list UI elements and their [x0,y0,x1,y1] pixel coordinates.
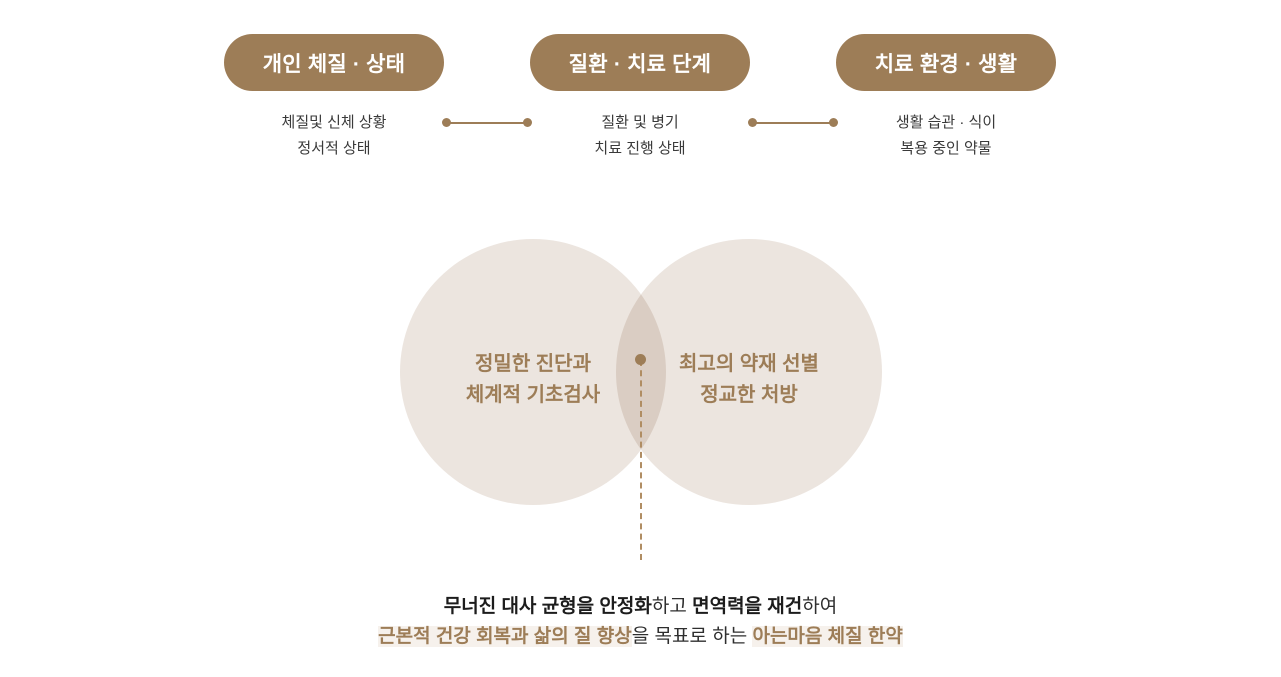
factor-description-line: 생활 습관 · 식이 [895,114,997,131]
factor-description-personal-constitution: 체질및 신체 상황 정서적 상태 [204,110,464,162]
caption-plain: 하고 [651,596,693,617]
factor-description-line: 정서적 상태 [297,140,371,157]
caption-brand-name: 아는마음 체질 한약 [752,626,903,647]
caption-plain: 하여 [802,596,838,617]
factor-description-disease-stage: 질환 및 병기 치료 진행 상태 [510,110,770,162]
factor-pill-treatment-environment[interactable]: 치료 환경 · 생활 [836,34,1056,91]
factor-pill-label: 치료 환경 · 생활 [874,52,1018,76]
summary-caption: 무너진 대사 균형을 안정화하고 면역력을 재건하여 근본적 건강 회복과 삶의… [0,592,1281,652]
factor-pill-label: 질환 · 치료 단계 [568,52,712,76]
connector-endpoint-dot-icon [523,118,532,127]
factor-pill-disease-stage[interactable]: 질환 · 치료 단계 [530,34,750,91]
venn-label-prescription: 최고의 약재 선별 정교한 처방 [629,349,869,411]
venn-label-line: 최고의 약재 선별 [679,353,819,375]
venn-dashed-leader-line [640,360,642,560]
factor-pill-personal-constitution[interactable]: 개인 체질 · 상태 [224,34,444,91]
connector-endpoint-dot-icon [829,118,838,127]
venn-circle-prescription [616,239,882,505]
connector-line [752,122,834,124]
summary-caption-line-1: 무너진 대사 균형을 안정화하고 면역력을 재건하여 [0,592,1281,622]
factor-description-line: 체질및 신체 상황 [281,114,387,131]
venn-label-line: 체계적 기초검사 [465,384,601,406]
caption-emphasis: 면역력을 재건 [692,596,803,617]
caption-plain: 을 목표로 하는 [631,626,753,647]
connector-line [446,122,528,124]
factor-description-treatment-environment: 생활 습관 · 식이 복용 중인 약물 [816,110,1076,162]
factor-pill-label: 개인 체질 · 상태 [262,52,406,76]
venn-diagram: 정밀한 진단과 체계적 기초검사 최고의 약재 선별 정교한 처방 [390,229,892,560]
venn-intersection-dot-icon [635,354,646,365]
venn-label-line: 정밀한 진단과 [475,353,591,375]
venn-label-line: 정교한 처방 [700,384,798,406]
factor-description-line: 복용 중인 약물 [900,140,992,157]
factor-description-line: 치료 진행 상태 [594,140,686,157]
caption-emphasis: 무너진 대사 균형을 안정화 [443,596,652,617]
factor-description-line: 질환 및 병기 [601,114,679,131]
factor-connector-second [748,118,838,128]
caption-highlight: 근본적 건강 회복과 삶의 질 향상 [378,626,632,647]
summary-caption-line-2: 근본적 건강 회복과 삶의 질 향상을 목표로 하는 아는마음 체질 한약 [0,622,1281,652]
venn-label-diagnosis: 정밀한 진단과 체계적 기초검사 [413,349,653,411]
factor-connector-first [442,118,532,128]
